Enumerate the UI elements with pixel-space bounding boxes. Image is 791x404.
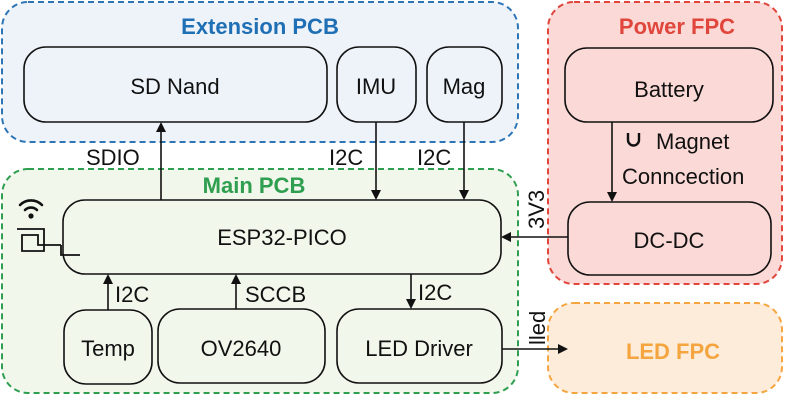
led-driver-block	[336, 308, 503, 384]
dcdc-block	[567, 201, 772, 276]
sd-nand-label: SD Nand	[130, 74, 219, 99]
ov2640-label: OV2640	[201, 336, 282, 361]
sdio-label: SDIO	[86, 145, 140, 170]
magnet-icon	[626, 133, 641, 147]
imu-label: IMU	[356, 74, 396, 99]
power-3v3-label: 3V3	[524, 190, 549, 229]
led-fpc-group	[547, 302, 783, 394]
dcdc-label: DC-DC	[634, 228, 705, 253]
main-pcb-title: Main PCB	[203, 173, 306, 198]
extension-pcb-title: Extension PCB	[181, 14, 339, 39]
temp-i2c-label: I2C	[115, 282, 149, 307]
magnet-label-line2: Conncection	[622, 164, 744, 189]
power-fpc-title: Power FPC	[619, 14, 735, 39]
led-fpc-title: LED FPC	[626, 339, 720, 364]
antenna-icon	[17, 228, 80, 256]
sccb-label: SCCB	[245, 282, 306, 307]
esp32-pico-label: ESP32-PICO	[217, 225, 347, 250]
ov2640-block	[157, 308, 326, 384]
magnet-label-line1: Magnet	[656, 129, 729, 154]
battery-block	[564, 47, 774, 123]
mag-label: Mag	[443, 74, 486, 99]
lled-label: lled	[525, 311, 550, 345]
wifi-icon	[18, 199, 44, 219]
mag-i2c-label: I2C	[417, 145, 451, 170]
sd-nand-block	[23, 46, 328, 123]
temp-label: Temp	[81, 336, 135, 361]
led-driver-label: LED Driver	[365, 336, 473, 361]
battery-label: Battery	[634, 77, 704, 102]
imu-i2c-label: I2C	[329, 145, 363, 170]
led-driver-i2c-label: I2C	[418, 280, 452, 305]
